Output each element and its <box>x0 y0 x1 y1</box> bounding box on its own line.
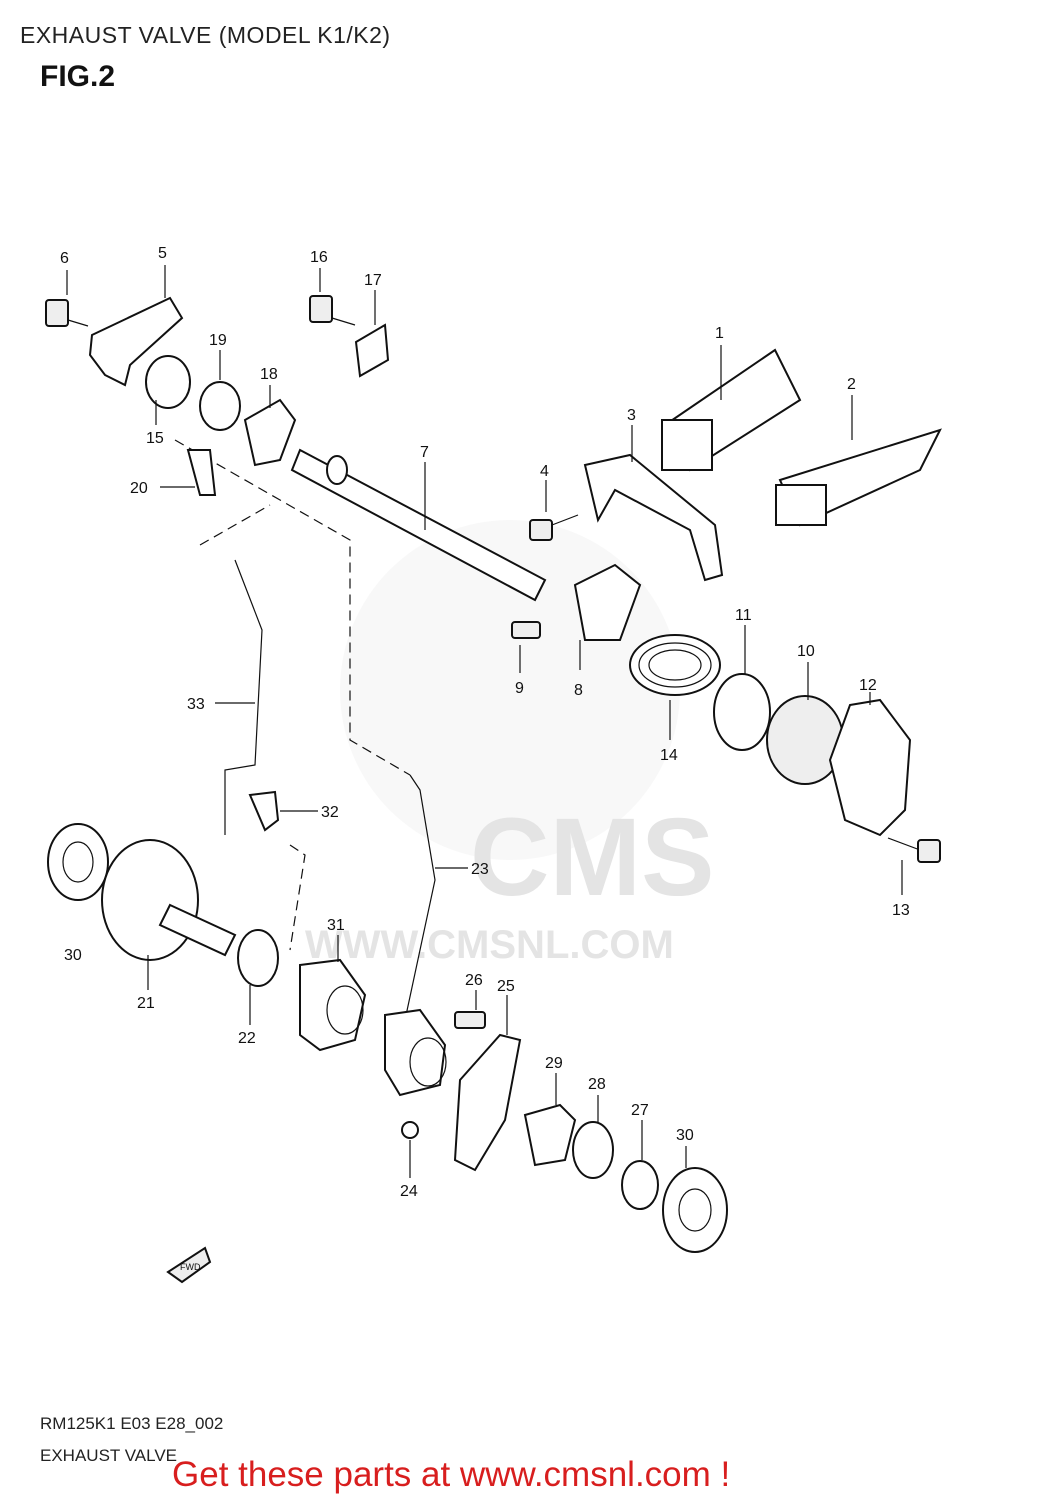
lever-8 <box>573 563 642 641</box>
bearing-30-left <box>47 823 109 901</box>
plate-25 <box>453 1033 522 1172</box>
part-label-6: 6 <box>60 250 69 267</box>
bolt-6 <box>45 299 89 327</box>
part-label-4: 4 <box>540 463 549 480</box>
bolt-4 <box>529 514 579 541</box>
spring-14 <box>629 634 721 696</box>
part-label-19: 19 <box>209 332 227 349</box>
part-label-33: 32 <box>321 804 339 821</box>
part-label-24: 24 <box>400 1183 418 1200</box>
promo-link[interactable]: Get these parts at www.cmsnl.com ! <box>172 1455 731 1494</box>
part-label-28: 28 <box>588 1076 606 1093</box>
bushing-15 <box>145 355 191 409</box>
rod-32 <box>224 559 263 835</box>
fwd-arrow-icon: FWD <box>166 1246 212 1284</box>
washer-17 <box>354 323 390 378</box>
gear-21 <box>101 839 237 961</box>
watermark-url: WWW.CMSNL.COM <box>305 923 674 967</box>
spring-19 <box>199 381 241 431</box>
part-label-10: 10 <box>797 643 815 660</box>
diagram-code: RM125K1 E03 E28_002 <box>40 1414 224 1433</box>
part-label-22: 22 <box>238 1030 256 1047</box>
part-label-2: 2 <box>847 376 856 393</box>
part-label-30-right: 30 <box>676 1127 694 1144</box>
plate-18 <box>243 398 297 467</box>
exhaust-valve-2 <box>775 428 942 527</box>
part-label-13: 13 <box>892 902 910 919</box>
figure-number: FIG.2 <box>40 60 116 93</box>
part-label-14: 14 <box>660 747 678 764</box>
bolt-9 <box>511 621 541 639</box>
housing-right <box>384 1008 447 1097</box>
housing-31 <box>299 958 367 1052</box>
part-label-7: 7 <box>420 444 429 461</box>
rod-23 <box>404 774 436 1021</box>
part-label-31: 31 <box>327 917 345 934</box>
part-label-23: 23 <box>471 861 489 878</box>
part-label-30-left: 30 <box>64 947 82 964</box>
watermark-brand: CMS <box>470 796 714 919</box>
part-label-5: 5 <box>158 245 167 262</box>
shaft-collar <box>326 455 348 485</box>
part-label-11: 11 <box>735 607 752 624</box>
o-ring-11 <box>713 673 771 751</box>
part-label-26: 26 <box>465 972 483 989</box>
part-label-9: 9 <box>515 680 524 697</box>
gasket-12 <box>828 698 912 837</box>
bracket-3 <box>583 453 724 582</box>
part-label-1: 1 <box>715 325 724 342</box>
clip-20 <box>186 449 217 496</box>
plate-5 <box>88 296 184 387</box>
fwd-label: FWD <box>180 1262 201 1272</box>
seal-29 <box>523 1103 577 1167</box>
bearing-22 <box>237 929 279 987</box>
part-label-3: 3 <box>627 407 636 424</box>
part-label-20: 20 <box>130 480 148 497</box>
part-label-15: 15 <box>146 430 164 447</box>
part-label-12: 12 <box>859 677 877 694</box>
part-labels: 6 5 16 17 1 2 3 4 7 19 18 15 20 11 10 12… <box>60 245 910 1200</box>
circlip-27 <box>621 1160 659 1210</box>
part-label-17: 17 <box>364 272 382 289</box>
bolt-13 <box>887 837 941 863</box>
bolt-16 <box>309 295 356 326</box>
part-label-27: 27 <box>631 1102 649 1119</box>
part-label-21: 21 <box>137 995 155 1012</box>
bolt-26 <box>454 1011 486 1029</box>
bearing-30-right <box>662 1167 728 1253</box>
part-label-16: 16 <box>310 249 328 266</box>
part-label-29: 29 <box>545 1055 563 1072</box>
ring-28 <box>572 1121 614 1179</box>
shaft-7 <box>290 448 547 602</box>
clip-33 <box>248 790 280 832</box>
cap-10 <box>766 695 844 785</box>
part-label-32: 33 <box>187 696 205 713</box>
part-label-25: 25 <box>497 978 515 995</box>
diagram-subtitle: EXHAUST VALVE <box>40 1446 177 1465</box>
part-label-8: 8 <box>574 682 583 699</box>
part-label-18: 18 <box>260 366 278 383</box>
ball-24 <box>401 1121 419 1139</box>
diagram-title: EXHAUST VALVE (MODEL K1/K2) <box>20 22 391 48</box>
exhaust-valve-1 <box>661 348 802 472</box>
